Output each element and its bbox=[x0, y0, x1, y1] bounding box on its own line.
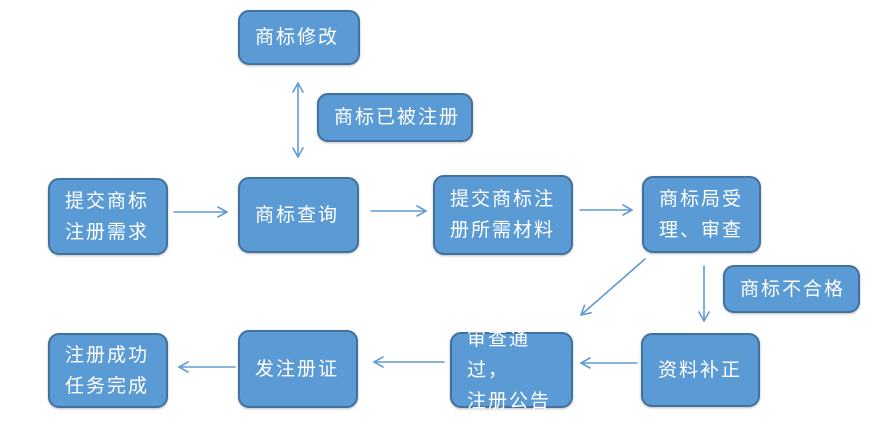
node-bureau-acceptance-review: 商标局受 理、审查 bbox=[642, 176, 761, 253]
node-submit-required-materials: 提交商标注 册所需材料 bbox=[433, 175, 573, 255]
arrow-bureau-to-approved bbox=[580, 258, 646, 316]
node-trademark-already-registered: 商标已被注册 bbox=[317, 93, 473, 142]
node-registration-success: 注册成功 任务完成 bbox=[48, 333, 168, 408]
node-submit-registration-request: 提交商标 注册需求 bbox=[48, 178, 168, 255]
node-material-supplement: 资料补正 bbox=[641, 333, 760, 407]
node-trademark-unqualified: 商标不合格 bbox=[723, 265, 860, 313]
node-issue-certificate: 发注册证 bbox=[238, 330, 358, 408]
node-trademark-query: 商标查询 bbox=[238, 177, 359, 253]
node-trademark-modify: 商标修改 bbox=[238, 10, 360, 65]
node-review-passed-announcement: 审查通过， 注册公告 bbox=[450, 328, 573, 412]
